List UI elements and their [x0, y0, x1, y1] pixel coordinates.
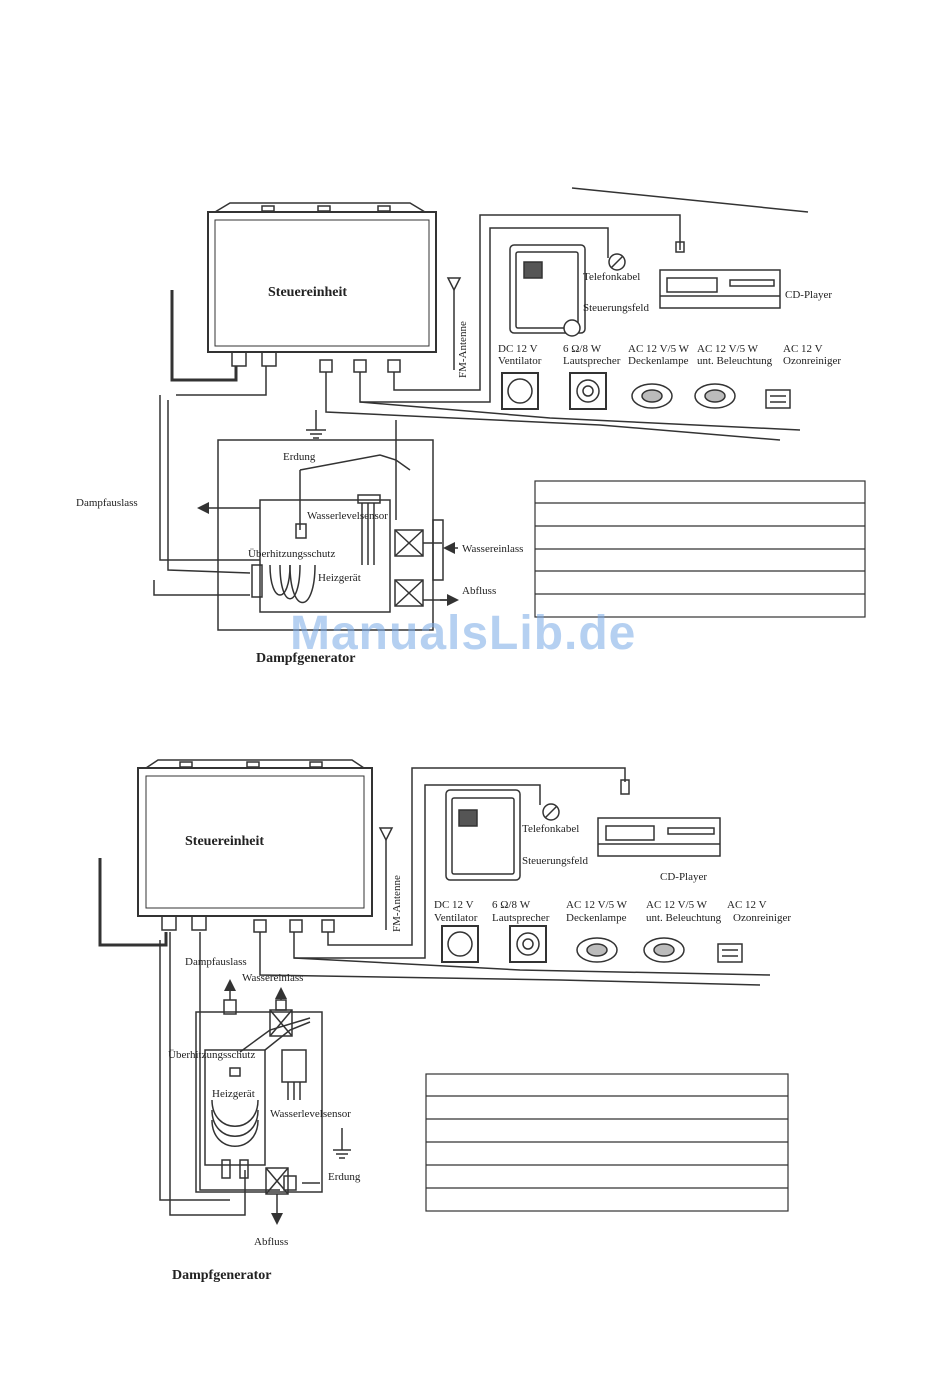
diagram-2-labels: Steuereinheit FM-Antenne Telefonkabel St… — [168, 823, 791, 1283]
control-panel-label-2: Steuerungsfeld — [522, 855, 588, 867]
ground-icon-2 — [333, 1128, 351, 1159]
speaker-label-2: Lautsprecher — [492, 912, 550, 924]
drain-label: Abfluss — [462, 585, 496, 597]
control-unit-label-2: Steuereinheit — [185, 834, 264, 849]
fan-device-2 — [441, 925, 479, 963]
ceiling-label: Deckenlampe — [628, 355, 689, 367]
diagram-2 — [98, 759, 789, 1225]
fan-label-2: Ventilator — [434, 912, 478, 924]
steam-generator-label-2: Dampfgenerator — [172, 1268, 272, 1283]
fan-spec-label-2: DC 12 V — [434, 899, 474, 911]
steam-outlet-label: Dampfauslass — [76, 497, 138, 509]
fm-antenna-icon-2 — [378, 827, 394, 930]
speaker-label: Lautsprecher — [563, 355, 621, 367]
speaker-spec-label-2: 6 Ω/8 W — [492, 899, 531, 911]
cd-player-device — [659, 269, 781, 309]
ground-label: Erdung — [283, 451, 316, 463]
water-inlet-label: Wassereinlass — [462, 543, 523, 555]
heater-label: Heizgerät — [318, 572, 361, 584]
cable-line — [571, 187, 809, 213]
ozone-spec-label: AC 12 V — [783, 343, 823, 355]
ground-label-2: Erdung — [328, 1171, 361, 1183]
overheat-label: Überhitzungsschutz — [248, 548, 335, 560]
phone-cable-icon — [608, 253, 626, 271]
water-sensor-label-2: Wasserlevelsensor — [270, 1108, 351, 1120]
speaker-device-2 — [509, 925, 547, 963]
control-panel-label: Steuerungsfeld — [583, 302, 649, 314]
fan-device — [501, 372, 539, 410]
water-sensor-label: Wasserlevelsensor — [307, 510, 388, 522]
ceiling-lamp-device — [631, 383, 673, 409]
fm-antenna-label-2: FM-Antenne — [391, 875, 403, 932]
control-panel-device — [509, 244, 586, 337]
fm-antenna-icon — [446, 277, 462, 370]
cd-player-device-2 — [597, 817, 721, 857]
fan-spec-label: DC 12 V — [498, 343, 538, 355]
ozone-device — [765, 389, 791, 409]
empty-table-1 — [534, 480, 866, 618]
cd-player-label: CD-Player — [785, 289, 832, 301]
overheat-label-2: Überhitzungsschutz — [168, 1049, 255, 1061]
control-unit-box — [207, 202, 437, 373]
control-unit-label: Steuereinheit — [268, 285, 347, 300]
ozone-label-2: Ozonreiniger — [733, 912, 791, 924]
fan-label: Ventilator — [498, 355, 542, 367]
fm-antenna-label: FM-Antenne — [457, 321, 469, 378]
cd-player-label-2: CD-Player — [660, 871, 707, 883]
speaker-spec-label: 6 Ω/8 W — [563, 343, 602, 355]
diagram-1 — [153, 187, 866, 631]
heater-label-2: Heizgerät — [212, 1088, 255, 1100]
ceiling-spec-label-2: AC 12 V/5 W — [566, 899, 628, 911]
diagram-1-labels: Steuereinheit FM-Antenne Telefonkabel St… — [76, 271, 841, 666]
under-spec-label-2: AC 12 V/5 W — [646, 899, 708, 911]
phone-cable-icon-2 — [542, 803, 560, 821]
watermark-text: ManualsLib.de — [290, 607, 637, 660]
steam-generator-label: Dampfgenerator — [256, 651, 356, 666]
water-inlet-label-2: Wassereinlass — [242, 972, 303, 984]
steam-generator-box-2 — [195, 999, 323, 1195]
ozone-spec-label-2: AC 12 V — [727, 899, 767, 911]
phone-cable-label-2: Telefonkabel — [522, 823, 579, 835]
under-spec-label: AC 12 V/5 W — [697, 343, 759, 355]
steam-outlet-label-2: Dampfauslass — [185, 956, 247, 968]
ceiling-label-2: Deckenlampe — [566, 912, 627, 924]
control-unit-box-2 — [137, 759, 373, 933]
ceiling-lamp-device-2 — [576, 937, 618, 963]
under-label-2: unt. Beleuchtung — [646, 912, 722, 924]
steam-generator-box — [217, 420, 455, 631]
under-label: unt. Beleuchtung — [697, 355, 773, 367]
under-light-device — [694, 383, 736, 409]
ozone-device-2 — [717, 943, 743, 963]
speaker-device — [569, 372, 607, 410]
ozone-label: Ozonreiniger — [783, 355, 841, 367]
empty-table-2 — [425, 1073, 789, 1212]
ground-icon — [306, 410, 326, 439]
drain-label-2: Abfluss — [254, 1236, 288, 1248]
phone-cable-label: Telefonkabel — [583, 271, 640, 283]
under-light-device-2 — [643, 937, 685, 963]
control-panel-device-2 — [445, 789, 521, 881]
ceiling-spec-label: AC 12 V/5 W — [628, 343, 690, 355]
